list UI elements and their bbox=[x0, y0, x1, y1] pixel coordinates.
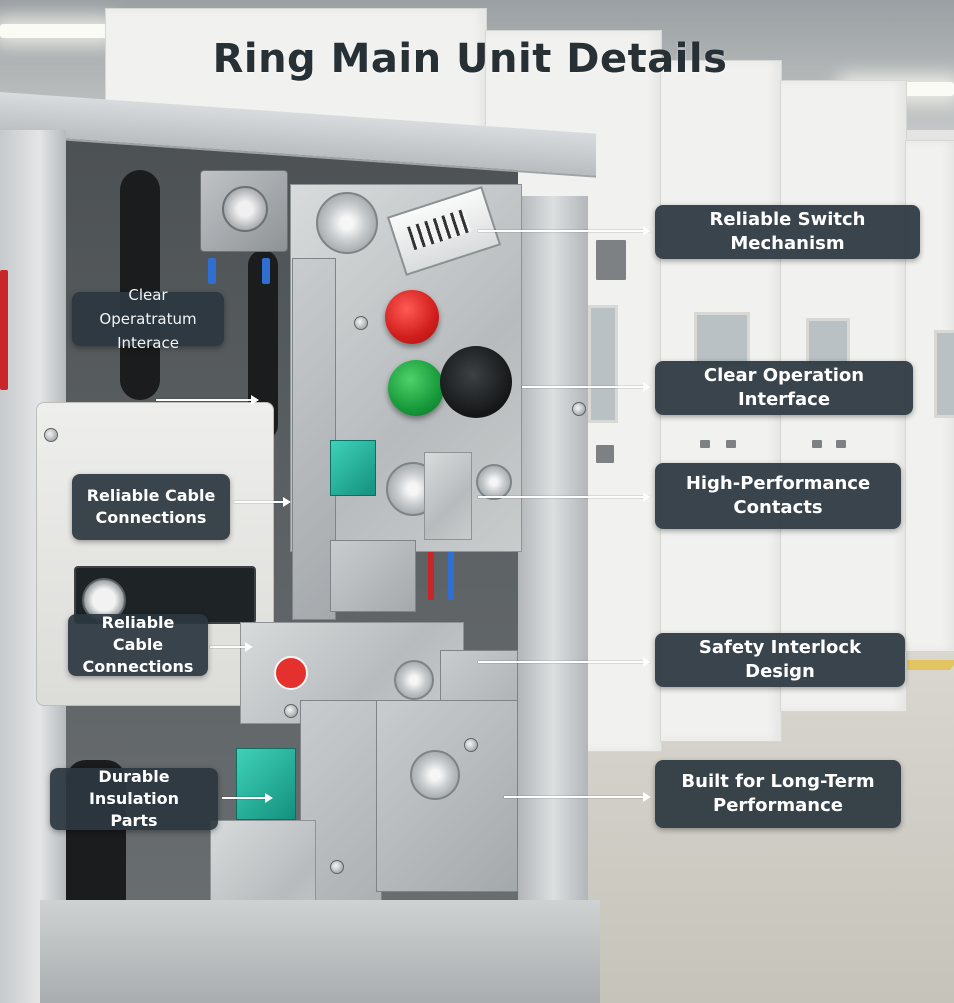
callout-label: Safety Interlock Design bbox=[698, 637, 862, 682]
callout-clear-operation-interface-left: Clear Operatratum Interace bbox=[72, 286, 224, 352]
callout-safety-interlock-design: Safety Interlock Design bbox=[655, 633, 905, 687]
background-indicator bbox=[700, 440, 710, 448]
leader-line-contacts bbox=[478, 492, 651, 502]
red-wire bbox=[428, 540, 434, 600]
callout-label: Reliable Cable Connections bbox=[86, 486, 216, 527]
leader-line-interlock bbox=[478, 657, 651, 667]
background-indicator bbox=[596, 445, 614, 463]
callout-durable-insulation-parts: Durable Insulation Parts bbox=[50, 767, 218, 830]
lever-bracket bbox=[330, 540, 416, 612]
background-cabinet-window bbox=[694, 312, 750, 368]
callout-label: Durable Insulation Parts bbox=[88, 767, 180, 830]
background-cabinet-window bbox=[588, 305, 618, 423]
leader-line-long-term bbox=[504, 792, 651, 802]
auxiliary-contact-block bbox=[424, 452, 472, 540]
blue-wire bbox=[448, 540, 454, 600]
interlock-cam bbox=[410, 750, 460, 800]
leader-line-cable-lower bbox=[210, 642, 253, 652]
leader-line-operation-interface bbox=[522, 382, 651, 392]
operating-lever bbox=[292, 258, 336, 620]
cabinet-right-frame bbox=[518, 196, 588, 976]
callout-label: High-Performance Contacts bbox=[685, 473, 871, 518]
open-button-red bbox=[385, 290, 439, 344]
cabinet-base bbox=[40, 900, 600, 1003]
insulation-part bbox=[236, 748, 296, 820]
counter-display bbox=[407, 208, 472, 251]
screw bbox=[44, 428, 58, 442]
cable-bundle bbox=[120, 170, 160, 400]
leader-line-switch-mechanism bbox=[478, 226, 651, 236]
red-warning-sticker bbox=[274, 656, 308, 690]
spring-drum bbox=[316, 192, 378, 254]
callout-reliable-cable-connections-upper: Reliable Cable Connections bbox=[72, 474, 230, 540]
callout-clear-operation-interface: Clear Operation Interface bbox=[655, 361, 913, 415]
close-button-green bbox=[388, 360, 444, 416]
screw bbox=[330, 860, 344, 874]
callout-label: Reliable Cable Connections bbox=[82, 613, 194, 676]
screw bbox=[572, 402, 586, 416]
callout-built-for-long-term-performance: Built for Long-Term Performance bbox=[655, 760, 901, 828]
screw bbox=[284, 704, 298, 718]
callout-high-performance-contacts: High-Performance Contacts bbox=[655, 463, 901, 529]
red-wire bbox=[0, 270, 8, 390]
background-cabinet-window bbox=[934, 330, 954, 418]
blue-wire-terminal bbox=[262, 258, 270, 284]
blue-wire-terminal bbox=[208, 258, 216, 284]
page-title: Ring Main Unit Details bbox=[212, 36, 728, 82]
screw bbox=[354, 316, 368, 330]
background-indicator bbox=[812, 440, 822, 448]
callout-reliable-cable-connections-lower: Reliable Cable Connections bbox=[68, 613, 208, 676]
callout-reliable-switch-mechanism: Reliable Switch Mechanism bbox=[655, 205, 920, 259]
interlock-bolt bbox=[394, 660, 434, 700]
insulation-terminal-block bbox=[330, 440, 376, 496]
disconnector-dial bbox=[222, 186, 268, 232]
callout-label: Clear Operatratum Interace bbox=[99, 286, 197, 352]
background-indicator bbox=[836, 440, 846, 448]
callout-label: Built for Long-Term Performance bbox=[681, 771, 875, 816]
screw bbox=[464, 738, 478, 752]
leader-line-left-interface bbox=[156, 395, 259, 405]
background-cabinet-window bbox=[806, 318, 850, 368]
leader-line-insulation bbox=[222, 793, 273, 803]
leader-line-cable-upper bbox=[234, 497, 291, 507]
callout-label: Reliable Switch Mechanism bbox=[709, 209, 866, 254]
motor-drive-cap bbox=[440, 346, 512, 418]
callout-label: Clear Operation Interface bbox=[703, 365, 865, 410]
contact-roller bbox=[476, 464, 512, 500]
background-indicator bbox=[726, 440, 736, 448]
ceiling-light bbox=[0, 24, 110, 38]
background-indicator bbox=[596, 240, 626, 280]
